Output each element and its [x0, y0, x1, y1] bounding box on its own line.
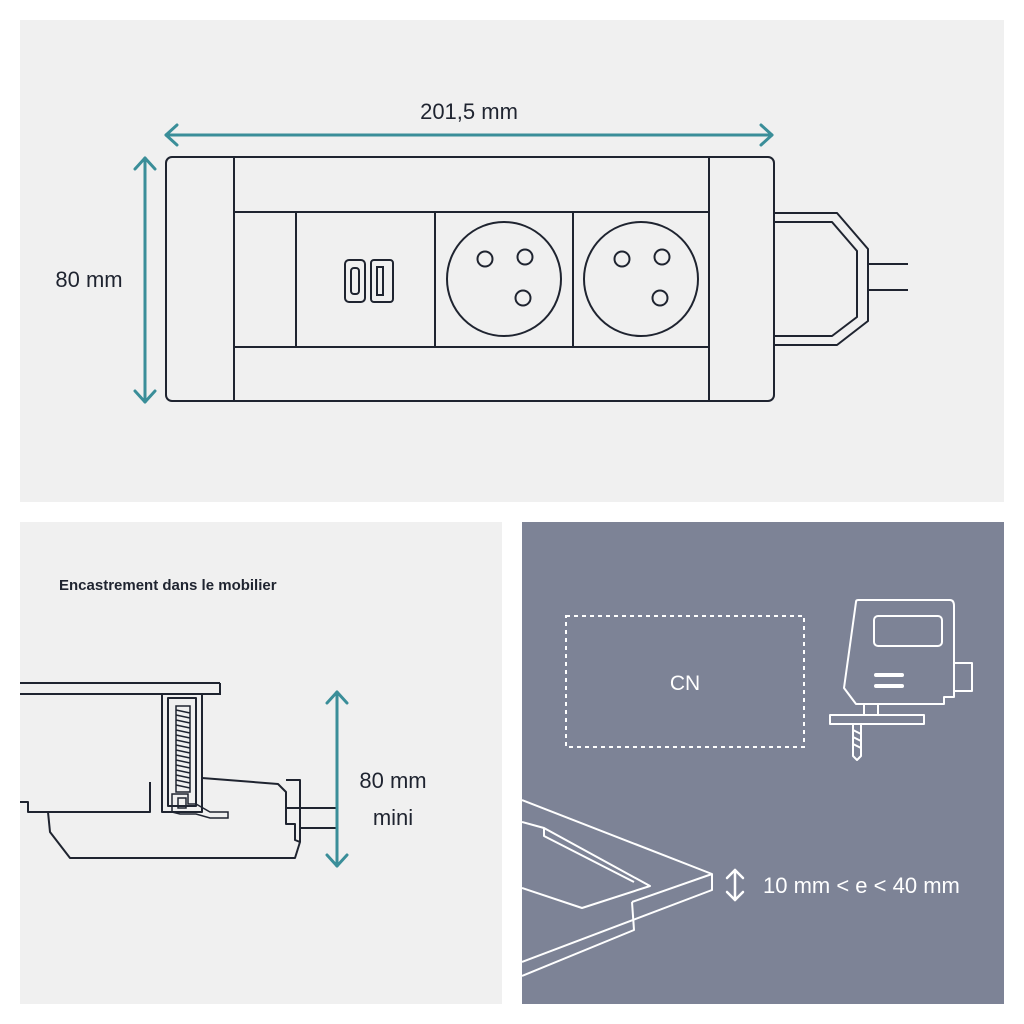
height-label: 80 mm: [55, 267, 122, 292]
socket-icon: [583, 221, 699, 337]
mounting-diagram: Encastrement dans le mobilier: [20, 577, 427, 868]
desk-board-icon: [522, 799, 713, 977]
power-module-outline: [165, 156, 775, 402]
spring-clamp-icon: [171, 705, 229, 819]
mounting-title: Encastrement dans le mobilier: [59, 577, 277, 594]
depth-label-mini: mini: [373, 805, 413, 830]
cutout-label: CN: [670, 672, 700, 695]
front-view-panel: 201,5 mm 80 mm: [20, 20, 1004, 502]
cutout-panel: CN 10 mm < e < 40 mm: [522, 522, 1004, 1004]
width-dimension-arrow: [164, 123, 774, 147]
usb-a-port-icon: [370, 259, 394, 303]
cutout-diagram: CN 10 mm < e < 40 mm: [522, 599, 973, 977]
desk-surface: [20, 682, 221, 695]
thickness-label: 10 mm < e < 40 mm: [763, 873, 960, 898]
depth-label: 80 mm: [359, 768, 426, 793]
usb-c-port-icon: [344, 259, 366, 303]
power-cable-icon: [774, 212, 908, 346]
height-dimension-arrow: [133, 156, 157, 404]
depth-dimension-arrow: [325, 690, 349, 868]
thickness-arrow: [725, 868, 745, 902]
jigsaw-icon: [829, 599, 973, 761]
mounting-panel: Encastrement dans le mobilier: [20, 522, 502, 1004]
module-side-profile: [20, 693, 336, 859]
socket-icon: [446, 221, 562, 337]
front-view-diagram: 201,5 mm 80 mm: [55, 99, 908, 404]
cutout-outline: [565, 615, 805, 748]
width-label: 201,5 mm: [420, 99, 518, 124]
